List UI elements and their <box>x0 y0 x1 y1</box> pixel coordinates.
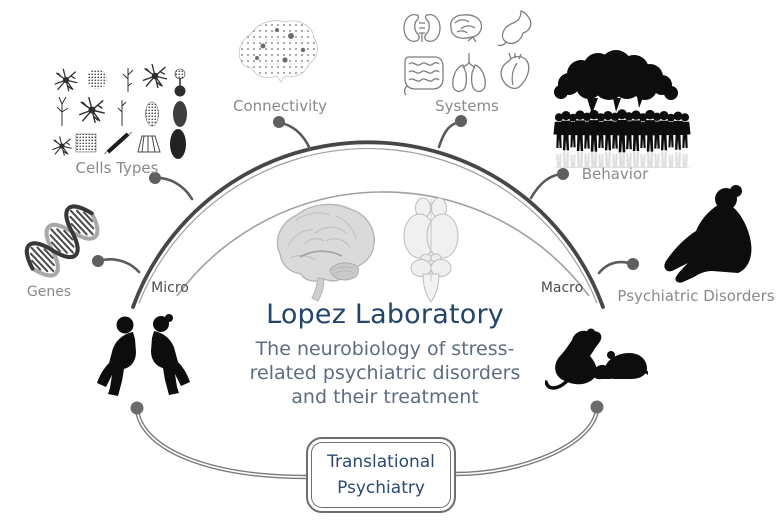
dot-systems <box>455 115 467 127</box>
distressed-couple-icon <box>97 314 190 396</box>
box-line-1: Translational <box>327 452 435 472</box>
subtitle-line-2: related psychiatric disorders <box>249 362 521 384</box>
dna-icon <box>24 204 100 278</box>
box-line-2: Psychiatry <box>337 478 425 498</box>
rodent-brain-icon <box>403 197 459 303</box>
rats-icon <box>545 328 648 390</box>
subtitle-line-1: The neurobiology of stress- <box>255 338 515 360</box>
stub-cells-types <box>153 176 194 201</box>
inner-arc <box>176 191 590 297</box>
cells-types-label: Cells Types <box>75 159 159 177</box>
macro-label: Macro <box>540 280 584 296</box>
network-brain-icon <box>238 20 318 83</box>
connectivity-label: Connectivity <box>233 97 327 115</box>
dot-behavior <box>557 168 569 180</box>
micro-label: Micro <box>151 280 189 296</box>
dot-cells-types <box>149 172 161 184</box>
outer-arc <box>131 140 605 309</box>
organs-icon <box>403 10 532 96</box>
translational-psychiatry-box-inner: Translational Psychiatry <box>311 442 451 508</box>
subtitle: The neurobiology of stress- related psyc… <box>215 337 555 409</box>
translational-psychiatry-box: Translational Psychiatry <box>306 437 456 513</box>
neuron-collage-icon <box>52 64 187 159</box>
dot-bottom-left <box>130 401 144 415</box>
dot-genes <box>92 255 104 267</box>
page-title: Lopez Laboratory <box>266 299 504 330</box>
systems-label: Systems <box>435 97 499 115</box>
distressed-person-icon <box>664 185 752 283</box>
stub-genes <box>96 258 141 274</box>
crowd-speech-bubbles-icon <box>551 50 693 168</box>
outer-arc-highlight <box>138 148 598 304</box>
dot-connectivity <box>273 116 285 128</box>
behavior-label: Behavior <box>581 165 649 183</box>
dot-psychiatric <box>627 258 639 270</box>
genes-label: Genes <box>26 284 72 300</box>
stub-connectivity <box>277 121 312 151</box>
curve-left-to-box <box>134 409 308 480</box>
human-brain-icon <box>276 203 375 302</box>
psychiatric-disorders-label: Psychiatric Disorders <box>617 287 775 305</box>
dot-bottom-right <box>590 400 604 414</box>
speech-bubbles <box>554 50 678 114</box>
subtitle-line-3: and their treatment <box>291 386 479 408</box>
